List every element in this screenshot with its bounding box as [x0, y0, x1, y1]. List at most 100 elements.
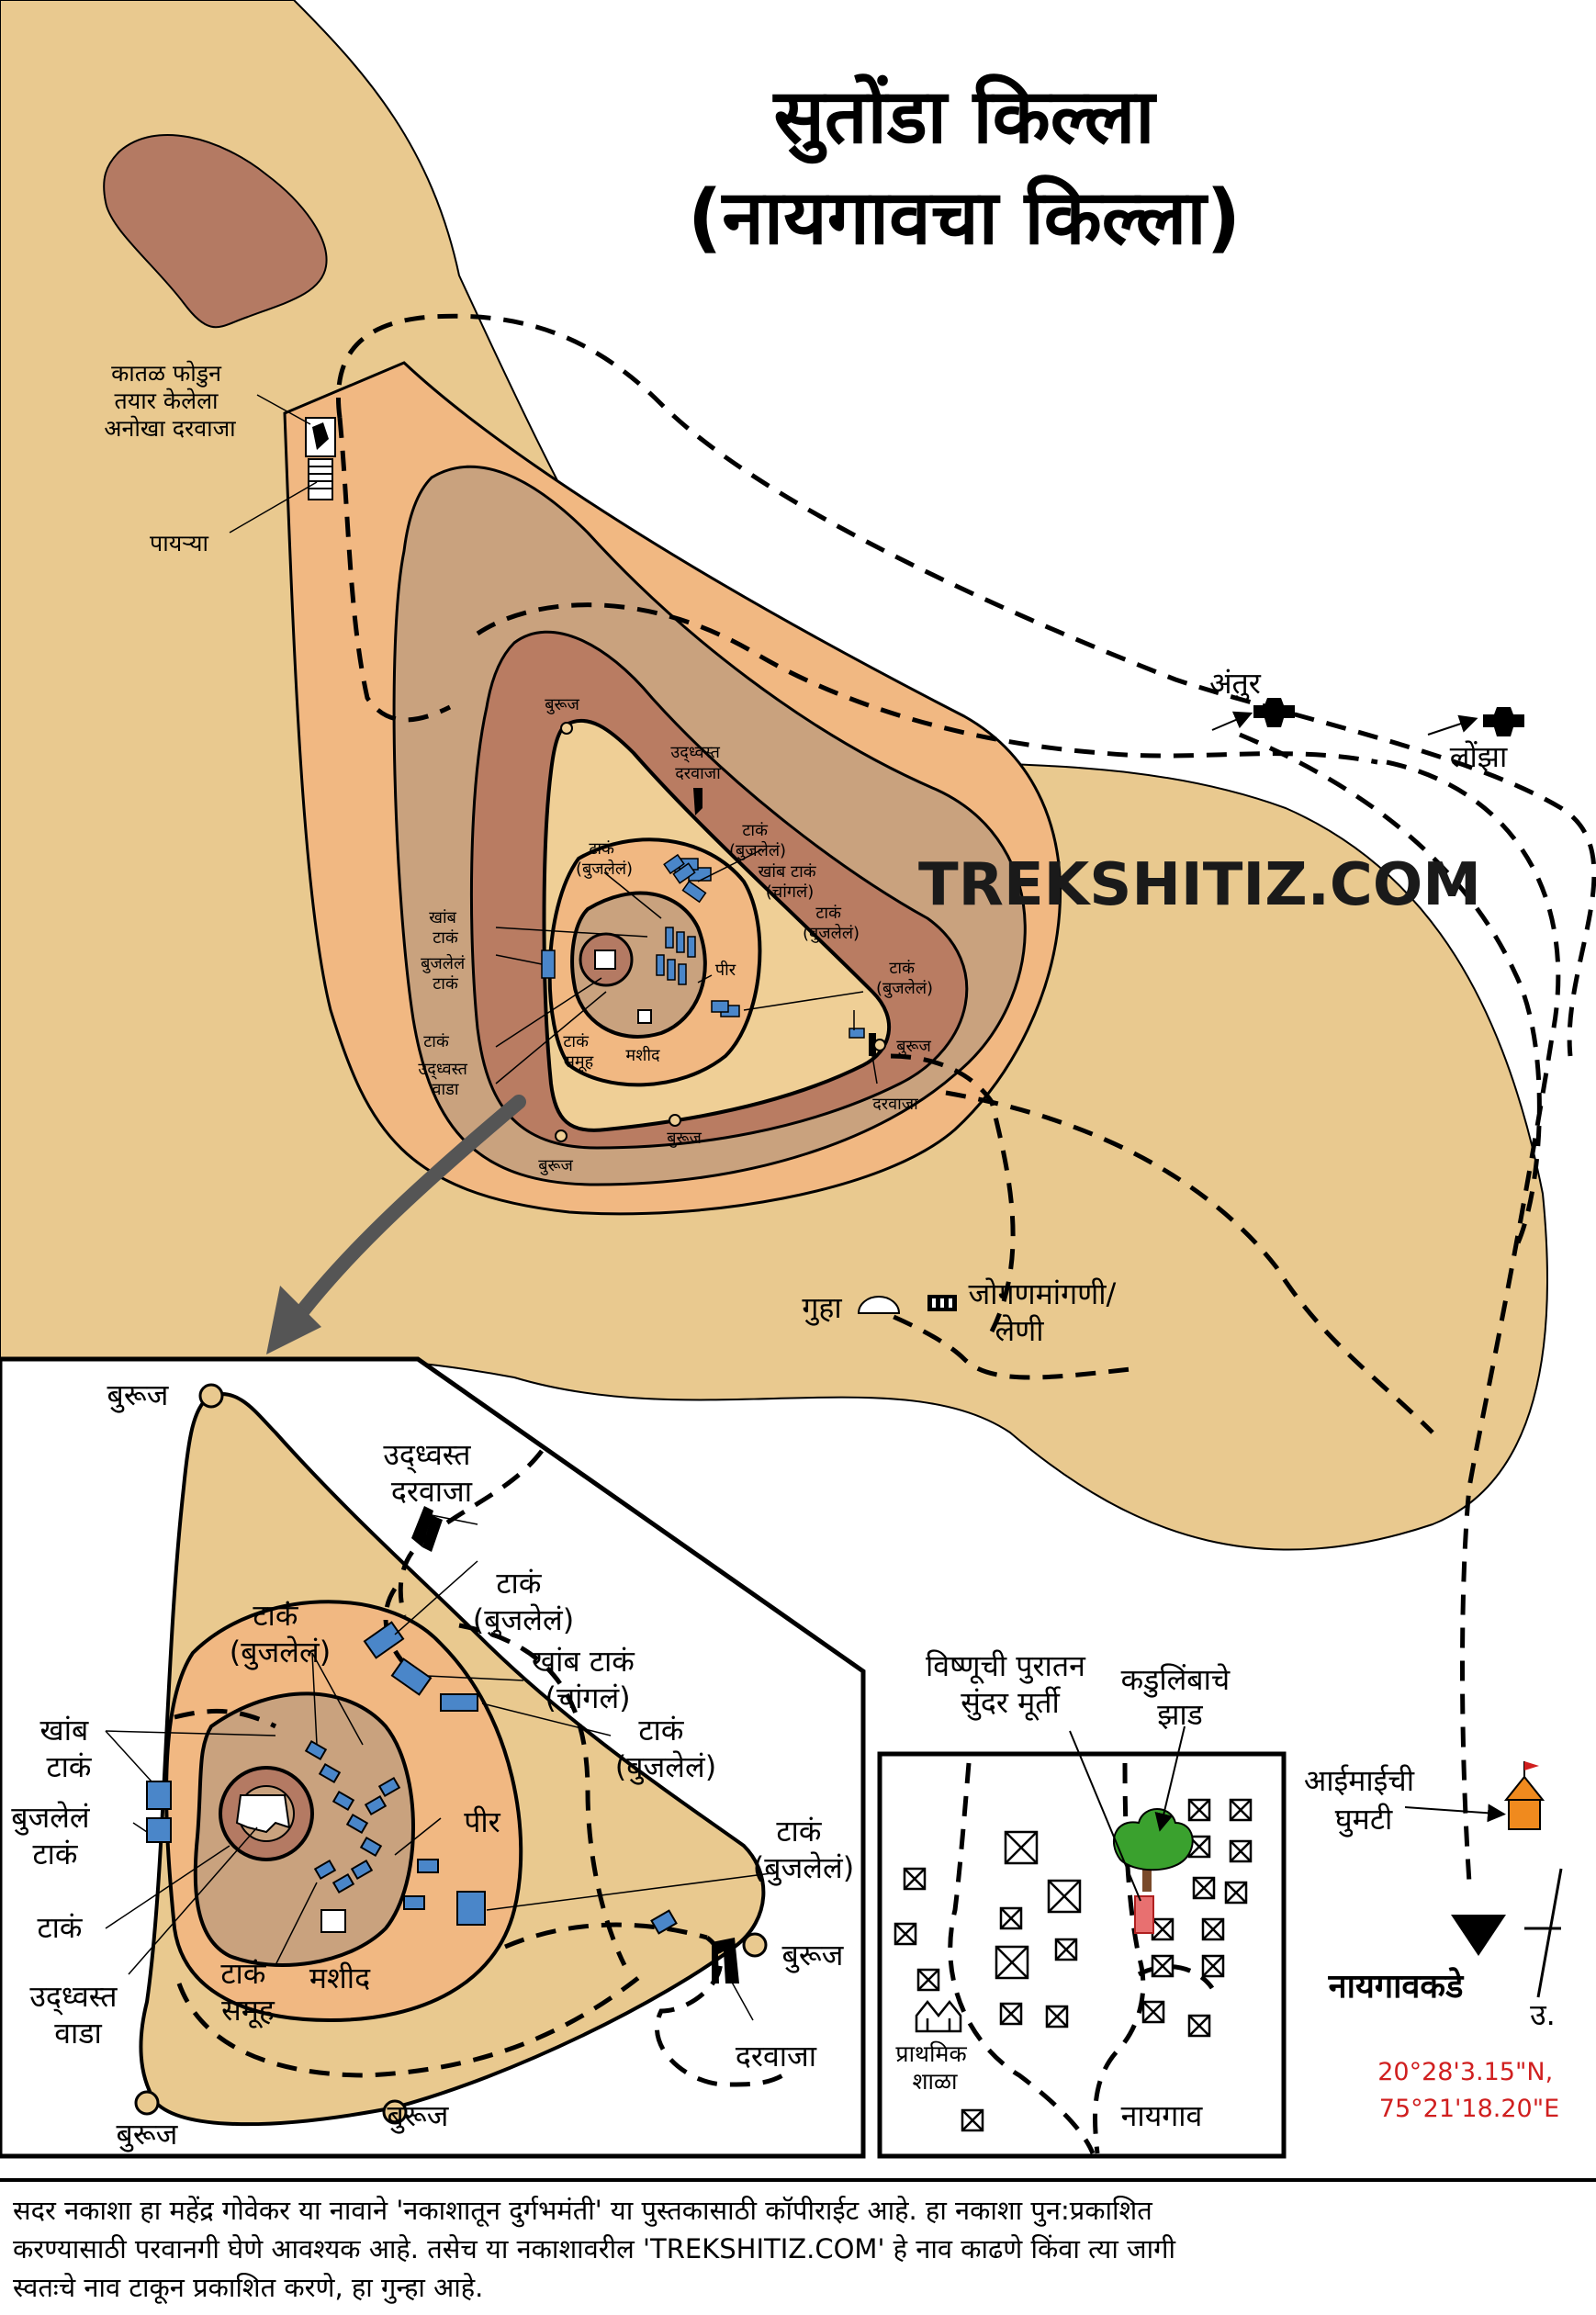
- village-leader-lines: [1069, 1725, 1186, 1902]
- peak-hill: [103, 133, 328, 329]
- north-arrow-icon: [1524, 1868, 1563, 1998]
- zoom-arrow: [287, 1095, 526, 1330]
- inset-label-tank-group: टाकं समूह: [220, 1956, 275, 2028]
- inset-label-gate: दरवाजा: [736, 2039, 817, 2073]
- inset-label-bastion-right: बुरूज: [782, 1938, 845, 1973]
- copyright-line-1: सदर नकाशा हा महेंद्र गोवेकर या नावाने 'न…: [13, 2195, 1152, 2226]
- house-icon: [894, 1922, 917, 1946]
- main-map: सुतोंडा किल्ला (नायगावचा किल्ला) TREKSHI…: [0, 0, 1596, 2123]
- house-icon: [1054, 1938, 1078, 1961]
- school-icon: [915, 1999, 962, 2033]
- house-icon: [1151, 1917, 1175, 1941]
- house-icon: [999, 1906, 1023, 1930]
- label-coordinates: 20°28'3.15"N, 75°21'18.20"E: [1377, 2058, 1561, 2123]
- label-main-tank: टाकं: [423, 1032, 450, 1051]
- inset-label-pillar-tank: खांब टाकं: [40, 1713, 98, 1784]
- label-main-bastion-bottom: बुरूज: [538, 1156, 573, 1175]
- house-icon: [961, 2108, 984, 2132]
- label-main-pillar-tank: खांब टाकं: [429, 908, 461, 948]
- map-title-line2: (नायगावचा किल्ला): [688, 174, 1241, 262]
- label-main-gate: दरवाजा: [872, 1095, 918, 1114]
- temple-icon: [1503, 1761, 1545, 1830]
- towards-naygaon-arrow: [1451, 1915, 1506, 1956]
- inset-label-mosque: मशीद: [309, 1961, 371, 1995]
- label-main-filled-tank: बुजलेलं टाकं: [421, 953, 470, 994]
- house-icon: [1151, 1954, 1175, 1978]
- antur-fort-icon: [1253, 698, 1295, 727]
- house-icon: [1201, 1954, 1225, 1978]
- label-village: नायगाव: [1121, 2098, 1204, 2133]
- label-main-pir: पीर: [715, 960, 736, 980]
- inset-label-ruined-wada: उद्ध्वस्त वाडा: [29, 1979, 126, 2051]
- main-ruined-gate-icon: [693, 788, 702, 815]
- summit-ruins: [594, 950, 616, 970]
- rock-cut-gate-icon: [305, 417, 336, 457]
- house-icon: [916, 1968, 940, 1992]
- label-main-tank-broken-3: टाकं (बुजलेलं): [803, 904, 860, 943]
- main-gate-icon: [869, 1033, 876, 1056]
- mosque-icon: [637, 1009, 652, 1024]
- label-towards-naygaon: नायगावकडे: [1328, 1967, 1465, 2006]
- inset-label-tank-broken-center: टाकं (बुजलेलं): [230, 1598, 331, 1670]
- inset-label-tank: टाकं: [38, 1910, 84, 1945]
- label-aaimai-temple: आईमाईची घुमटी: [1304, 1763, 1423, 1837]
- inset-label-tank-broken-2: टाकं (बुजलेलं): [615, 1713, 716, 1785]
- inset-label-tank-broken-1: टाकं (बुजलेलं): [473, 1566, 574, 1638]
- label-vishnu-idol: विष्णूची पुरातन सुंदर मूर्ती: [926, 1648, 1095, 1721]
- slope-tanks: [663, 853, 865, 1039]
- label-steps: पायऱ्या: [150, 530, 208, 556]
- antur-arrow: [1211, 711, 1253, 731]
- inset-label-bastion-bottom-left: बुरूज: [117, 2117, 179, 2152]
- house-icon: [1141, 2000, 1165, 2024]
- steps-icon: [308, 458, 333, 500]
- house-icon: [1229, 1798, 1253, 1822]
- label-main-tank-broken-1: टाकं (बुजलेलं): [576, 839, 633, 879]
- inset-bastions: [134, 1383, 768, 2125]
- inset-leader-lines: [105, 1514, 772, 2021]
- inset-mosque-icon: [320, 1909, 346, 1933]
- house-icon: [1224, 1881, 1248, 1905]
- neem-tree-icon: [1112, 1808, 1194, 1892]
- lonjha-arrow: [1427, 714, 1478, 736]
- inset-village: विष्णूची पुरातन सुंदर मूर्ती कडुलिंबाचे …: [877, 1648, 1287, 2159]
- inset-label-ruined-gate: उद्ध्वस्त दरवाजा: [383, 1437, 479, 1509]
- house-icon: [1047, 1879, 1082, 1914]
- village-houses: [894, 1798, 1253, 2132]
- house-icon: [1045, 2005, 1069, 2028]
- copyright-line-3: स्वतःचे नाव टाकून प्रकाशित करणे, हा गुन्…: [13, 2272, 484, 2303]
- lonjha-fort-icon: [1483, 707, 1524, 736]
- village-paths: [948, 1762, 1215, 2154]
- label-main-mosque: मशीद: [625, 1045, 660, 1065]
- trail-paths: [336, 313, 1596, 1883]
- house-icon: [1201, 1917, 1225, 1941]
- label-main-tank-group: टाकं समूह: [563, 1032, 593, 1072]
- label-main-pillar-tank-good: खांब टाकं (चांगलं): [759, 862, 822, 902]
- temple-arrow: [1404, 1804, 1506, 1823]
- house-icon: [999, 2002, 1023, 2026]
- cave-icon: [857, 1296, 901, 1314]
- label-main-tank-broken-2: टाकं (बुजलेलं): [729, 821, 786, 860]
- label-jogan-caves: जोगणमांगणी/ लेणी: [968, 1276, 1125, 1348]
- house-icon: [903, 1867, 927, 1891]
- house-icon: [995, 1945, 1029, 1980]
- house-icon: [1004, 1830, 1039, 1865]
- main-bastions: [555, 722, 886, 1142]
- vishnu-idol-icon: [1134, 1895, 1154, 1934]
- inset-label-pillar-tank-good: खांब टाकं (चांगलं): [532, 1644, 644, 1715]
- label-main-bastion-mid: बुरूज: [667, 1129, 702, 1148]
- inset-ruins-icon: [235, 1794, 291, 1834]
- label-cave: गुहा: [802, 1290, 842, 1326]
- zoom-arrow-head: [266, 1286, 321, 1354]
- inset-label-filled-tank: बुजलेलं टाकं: [11, 1800, 99, 1871]
- copyright-notice: सदर नकाशा हा महेंद्र गोवेकर या नावाने 'न…: [0, 2182, 1596, 2315]
- copyright-line-2: करण्यासाठी परवानगी घेणे आवश्यक आहे. तसेच…: [13, 2233, 1175, 2264]
- inset-label-tank-broken-3: टाकं (बुजलेलं): [753, 1814, 854, 1886]
- label-rock-cut-gate: कातळ फोडुन तयार केलेला अनोखा दरवाजा: [104, 360, 236, 442]
- house-icon: [1187, 1798, 1211, 1822]
- label-main-bastion-right: बुरूज: [896, 1037, 931, 1056]
- label-neem-tree: कडुलिंबाचे झाड: [1121, 1662, 1240, 1732]
- map-title-line1: सुतोंडा किल्ला: [771, 73, 1157, 164]
- inset-label-bastion-bottom: बुरूज: [388, 2098, 450, 2134]
- label-main-ruined-wada: उद्ध्वस्त वाडा: [418, 1060, 472, 1099]
